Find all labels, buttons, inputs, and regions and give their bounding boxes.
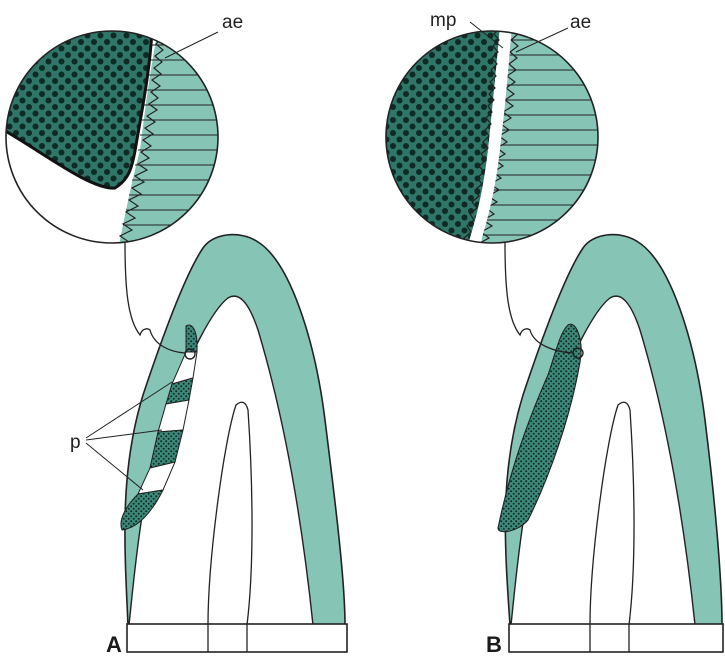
label-mp: mp bbox=[430, 10, 456, 31]
label-ae-b: ae bbox=[570, 12, 591, 33]
panel-letter-a: A bbox=[106, 632, 122, 657]
magnified-inset-a bbox=[0, 30, 240, 250]
label-p: p bbox=[70, 432, 81, 453]
panel-a: ae p A bbox=[0, 12, 347, 657]
panel-b: mp ae B bbox=[380, 10, 723, 657]
root-base-b bbox=[509, 624, 723, 652]
ae-pointer-a bbox=[165, 32, 218, 58]
root-base-a bbox=[127, 624, 347, 652]
label-ae-a: ae bbox=[222, 12, 243, 33]
magnified-inset-b bbox=[380, 25, 605, 250]
panel-letter-b: B bbox=[486, 632, 502, 657]
